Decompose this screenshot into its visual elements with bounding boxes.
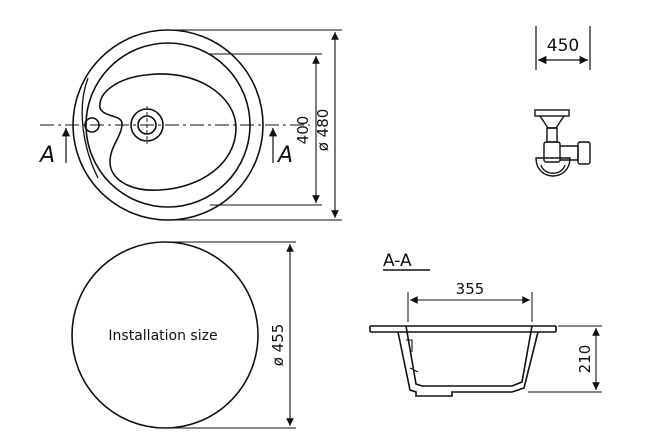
drainboard-curve [81,77,99,179]
dim-label-sec-depth: 210 [576,345,594,374]
section-marker-right: A [276,143,293,168]
dim-label-inner: 400 [294,116,312,145]
installation-label: Installation size [108,328,217,344]
section-marker-left: A [38,143,55,168]
cabinet-dim-label: 450 [547,36,579,56]
section-title: A-A [383,251,412,271]
cabinet-dimension [535,26,591,70]
bowl-outline [99,73,237,191]
dim-label-outer: ø 480 [314,109,332,152]
dim-label-sec-width: 355 [456,280,485,298]
installation-view [71,241,296,429]
section-view [369,292,602,397]
bowl-inner-wall [405,325,533,387]
top-view [40,29,342,221]
siphon-icon [534,109,591,177]
bowl-outer-wall [397,331,539,397]
dim-label-install: ø 455 [269,324,287,367]
